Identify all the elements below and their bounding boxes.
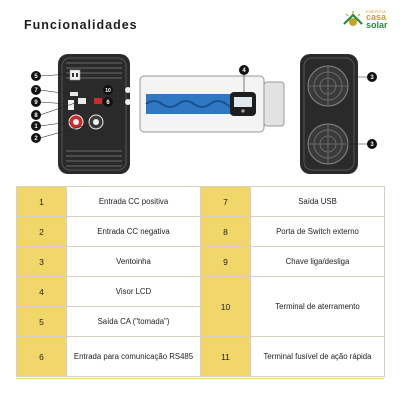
blue-stripe <box>146 94 250 114</box>
callout-middle: 4 <box>242 68 246 74</box>
item-description: Terminal de aterramento <box>250 276 385 337</box>
switch-port <box>78 98 86 104</box>
item-description: Terminal fusível de ação rápida <box>250 336 385 377</box>
bottom-divider <box>16 378 384 379</box>
callout-left-1: 7 <box>34 88 38 94</box>
item-description: Entrada CC negativa <box>66 216 201 247</box>
power-switch <box>68 100 74 110</box>
callout-left-3: 8 <box>34 113 38 119</box>
item-description: Saída USB <box>250 186 385 217</box>
rear-panel-view <box>58 54 131 174</box>
item-description: Porta de Switch externo <box>250 216 385 247</box>
logo-word-solar: solar <box>366 20 388 30</box>
callout-right-0: 3 <box>370 75 374 81</box>
item-number: 3 <box>16 246 67 277</box>
item-number: 11 <box>200 336 251 377</box>
callout-left-5: 2 <box>34 136 38 142</box>
table-row: 3 Ventoinha 9 Chave liga/desliga <box>16 246 385 277</box>
logo-word-casa: casa <box>366 12 387 22</box>
table-row: 5 Saída CA ("tomada") <box>16 306 385 337</box>
usb-port <box>70 92 78 96</box>
item-number: 2 <box>16 216 67 247</box>
item-description: Chave liga/desliga <box>250 246 385 277</box>
item-description: Visor LCD <box>66 276 201 307</box>
item-number: 5 <box>16 306 67 337</box>
table-row: 2 Entrada CC negativa 8 Porta de Switch … <box>16 216 385 247</box>
callout-right-1: 3 <box>370 142 374 148</box>
table-row: 6 Entrada para comunicação RS485 11 Term… <box>16 336 385 377</box>
sun-house-icon <box>343 11 363 26</box>
item-number: 7 <box>200 186 251 217</box>
ac-outlet <box>69 69 81 81</box>
item-number: 8 <box>200 216 251 247</box>
item-number: 10 <box>200 276 251 337</box>
brand-logo: ENERGIA casa solar <box>342 8 394 34</box>
logo-tagline: ENERGIA <box>366 9 387 14</box>
callout-left-side-0: 10 <box>105 88 111 94</box>
fan-panel-view <box>300 54 368 174</box>
item-description: Saída CA ("tomada") <box>66 306 201 337</box>
item-number: 9 <box>200 246 251 277</box>
item-number: 1 <box>16 186 67 217</box>
callout-left-4: 1 <box>34 124 38 130</box>
callout-left-0: 5 <box>34 74 38 80</box>
callout-left-side-1: 6 <box>106 100 110 106</box>
page-title: Funcionalidades <box>24 18 138 32</box>
item-number: 6 <box>16 336 67 377</box>
table-row: 1 Entrada CC positiva 7 Saída USB <box>16 186 385 217</box>
item-description: Entrada CC positiva <box>66 186 201 217</box>
side-view <box>139 74 285 133</box>
inverter-diagram: 5 7 9 8 1 2 10 6 4 3 3 <box>31 54 377 174</box>
features-table: 1 Entrada CC positiva 7 Saída USB 2 Entr… <box>16 186 385 377</box>
item-description: Ventoinha <box>66 246 201 277</box>
item-number: 4 <box>16 276 67 307</box>
item-description: Entrada para comunicação RS485 <box>66 336 201 377</box>
table-row: 4 Visor LCD 10 Terminal de aterramento <box>16 276 385 337</box>
callouts: 5 7 9 8 1 2 10 6 4 3 3 <box>31 65 377 149</box>
callout-left-2: 9 <box>34 100 38 106</box>
